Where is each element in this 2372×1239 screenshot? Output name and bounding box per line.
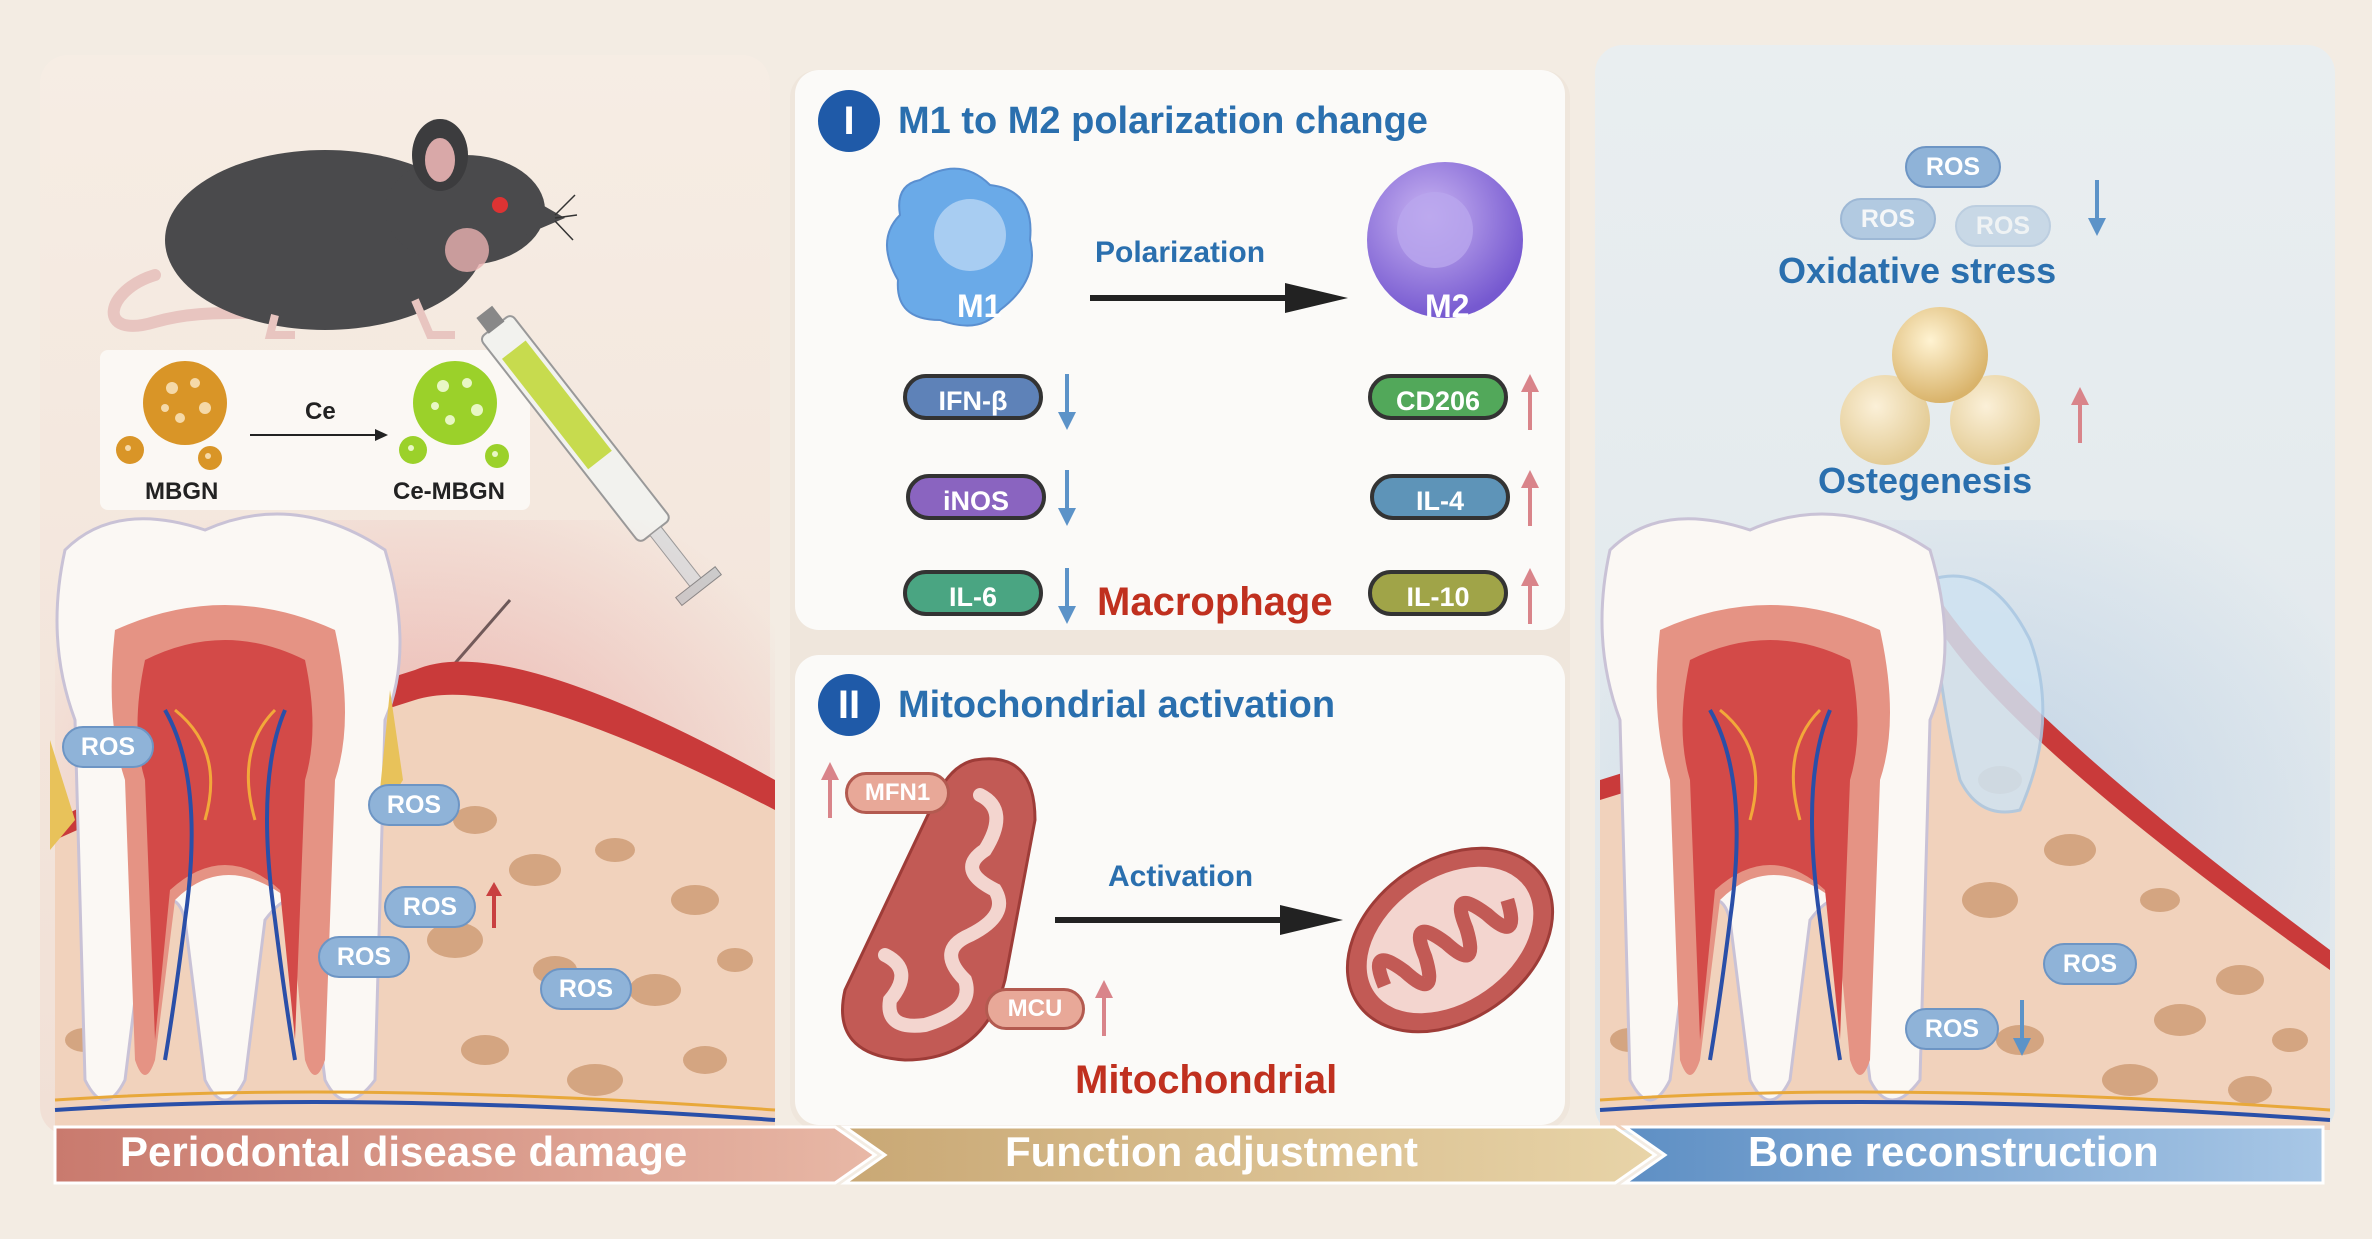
marker-cd206: CD206 bbox=[1368, 374, 1508, 420]
marker-ifn-beta: IFN-β bbox=[903, 374, 1043, 420]
ros-badge-right-2: ROS bbox=[1905, 1008, 1999, 1050]
down-arrow-ros-right bbox=[2013, 1000, 2031, 1056]
left-tooth-scene bbox=[50, 512, 776, 1130]
up-arrow-cd206 bbox=[1521, 374, 1539, 430]
ros-badge-left-2: ROS bbox=[368, 784, 460, 826]
m1-label: M1 bbox=[957, 288, 1002, 324]
marker-mcu: MCU bbox=[985, 988, 1085, 1030]
right-tooth-scene bbox=[1599, 512, 2331, 1130]
up-arrow-mfn1 bbox=[821, 762, 839, 818]
up-arrow-left bbox=[486, 882, 502, 928]
ros-badge-left-1: ROS bbox=[62, 726, 154, 768]
osteogenesis-cells-icon bbox=[1840, 307, 2040, 465]
m2-cell-icon bbox=[1367, 162, 1523, 318]
activation-arrow bbox=[1055, 905, 1343, 935]
mitochondrial-caption: Mitochondrial bbox=[1075, 1058, 1338, 1102]
ros-badge-right-top-1: ROS bbox=[1905, 146, 2001, 188]
polarization-label: Polarization bbox=[1095, 236, 1266, 269]
ce-arrow bbox=[250, 429, 388, 441]
marker-mfn1: MFN1 bbox=[845, 772, 950, 814]
banner-arrows bbox=[53, 1125, 2325, 1185]
ros-badge-right-top-3: ROS bbox=[1955, 205, 2051, 247]
mouse-illustration bbox=[107, 119, 578, 339]
ce-mbgn-label: Ce-MBGN bbox=[393, 478, 505, 505]
ros-badge-left-3: ROS bbox=[384, 886, 476, 928]
down-arrow-il6 bbox=[1058, 568, 1076, 624]
section1-title: M1 to M2 polarization change bbox=[898, 100, 1428, 142]
section2-title: Mitochondrial activation bbox=[898, 684, 1336, 726]
mbgn-particle bbox=[116, 361, 227, 470]
banner-periodontal-damage: Periodontal disease damage bbox=[120, 1128, 688, 1175]
up-arrow-il4 bbox=[1521, 470, 1539, 526]
ros-badge-right-1: ROS bbox=[2043, 943, 2137, 985]
oxidative-stress-label: Oxidative stress bbox=[1778, 250, 2057, 291]
up-arrow-mcu bbox=[1095, 980, 1113, 1036]
up-arrow-osteo bbox=[2071, 387, 2089, 443]
section1-card bbox=[795, 70, 1565, 630]
banner-bone-reconstruction: Bone reconstruction bbox=[1748, 1128, 2159, 1175]
down-arrow-ifn bbox=[1058, 374, 1076, 430]
section2-numeral: II bbox=[818, 674, 880, 736]
ros-badge-left-4: ROS bbox=[318, 936, 410, 978]
osteogenesis-label: Ostegenesis bbox=[1818, 460, 2033, 501]
section1-numeral: I bbox=[818, 90, 880, 152]
m1-cell-icon bbox=[886, 167, 1033, 327]
ros-badge-left-5: ROS bbox=[540, 968, 632, 1010]
marker-inos: iNOS bbox=[906, 474, 1046, 520]
mitochondrion-activated-icon bbox=[1345, 846, 1555, 1034]
mbgn-label: MBGN bbox=[145, 478, 219, 505]
marker-il6: IL-6 bbox=[903, 570, 1043, 616]
ros-badge-right-top-2: ROS bbox=[1840, 198, 1936, 240]
polarization-arrow bbox=[1090, 283, 1348, 313]
marker-il10: IL-10 bbox=[1368, 570, 1508, 616]
activation-label: Activation bbox=[1108, 860, 1254, 893]
down-arrow-oxidative bbox=[2088, 180, 2106, 236]
marker-il4: IL-4 bbox=[1370, 474, 1510, 520]
down-arrow-inos bbox=[1058, 470, 1076, 526]
macrophage-caption: Macrophage bbox=[1097, 580, 1333, 624]
ce-label: Ce bbox=[305, 398, 336, 425]
banner-function-adjustment: Function adjustment bbox=[1005, 1128, 1418, 1175]
m2-label: M2 bbox=[1425, 288, 1470, 324]
up-arrow-il10 bbox=[1521, 568, 1539, 624]
ce-mbgn-particle bbox=[399, 361, 509, 468]
